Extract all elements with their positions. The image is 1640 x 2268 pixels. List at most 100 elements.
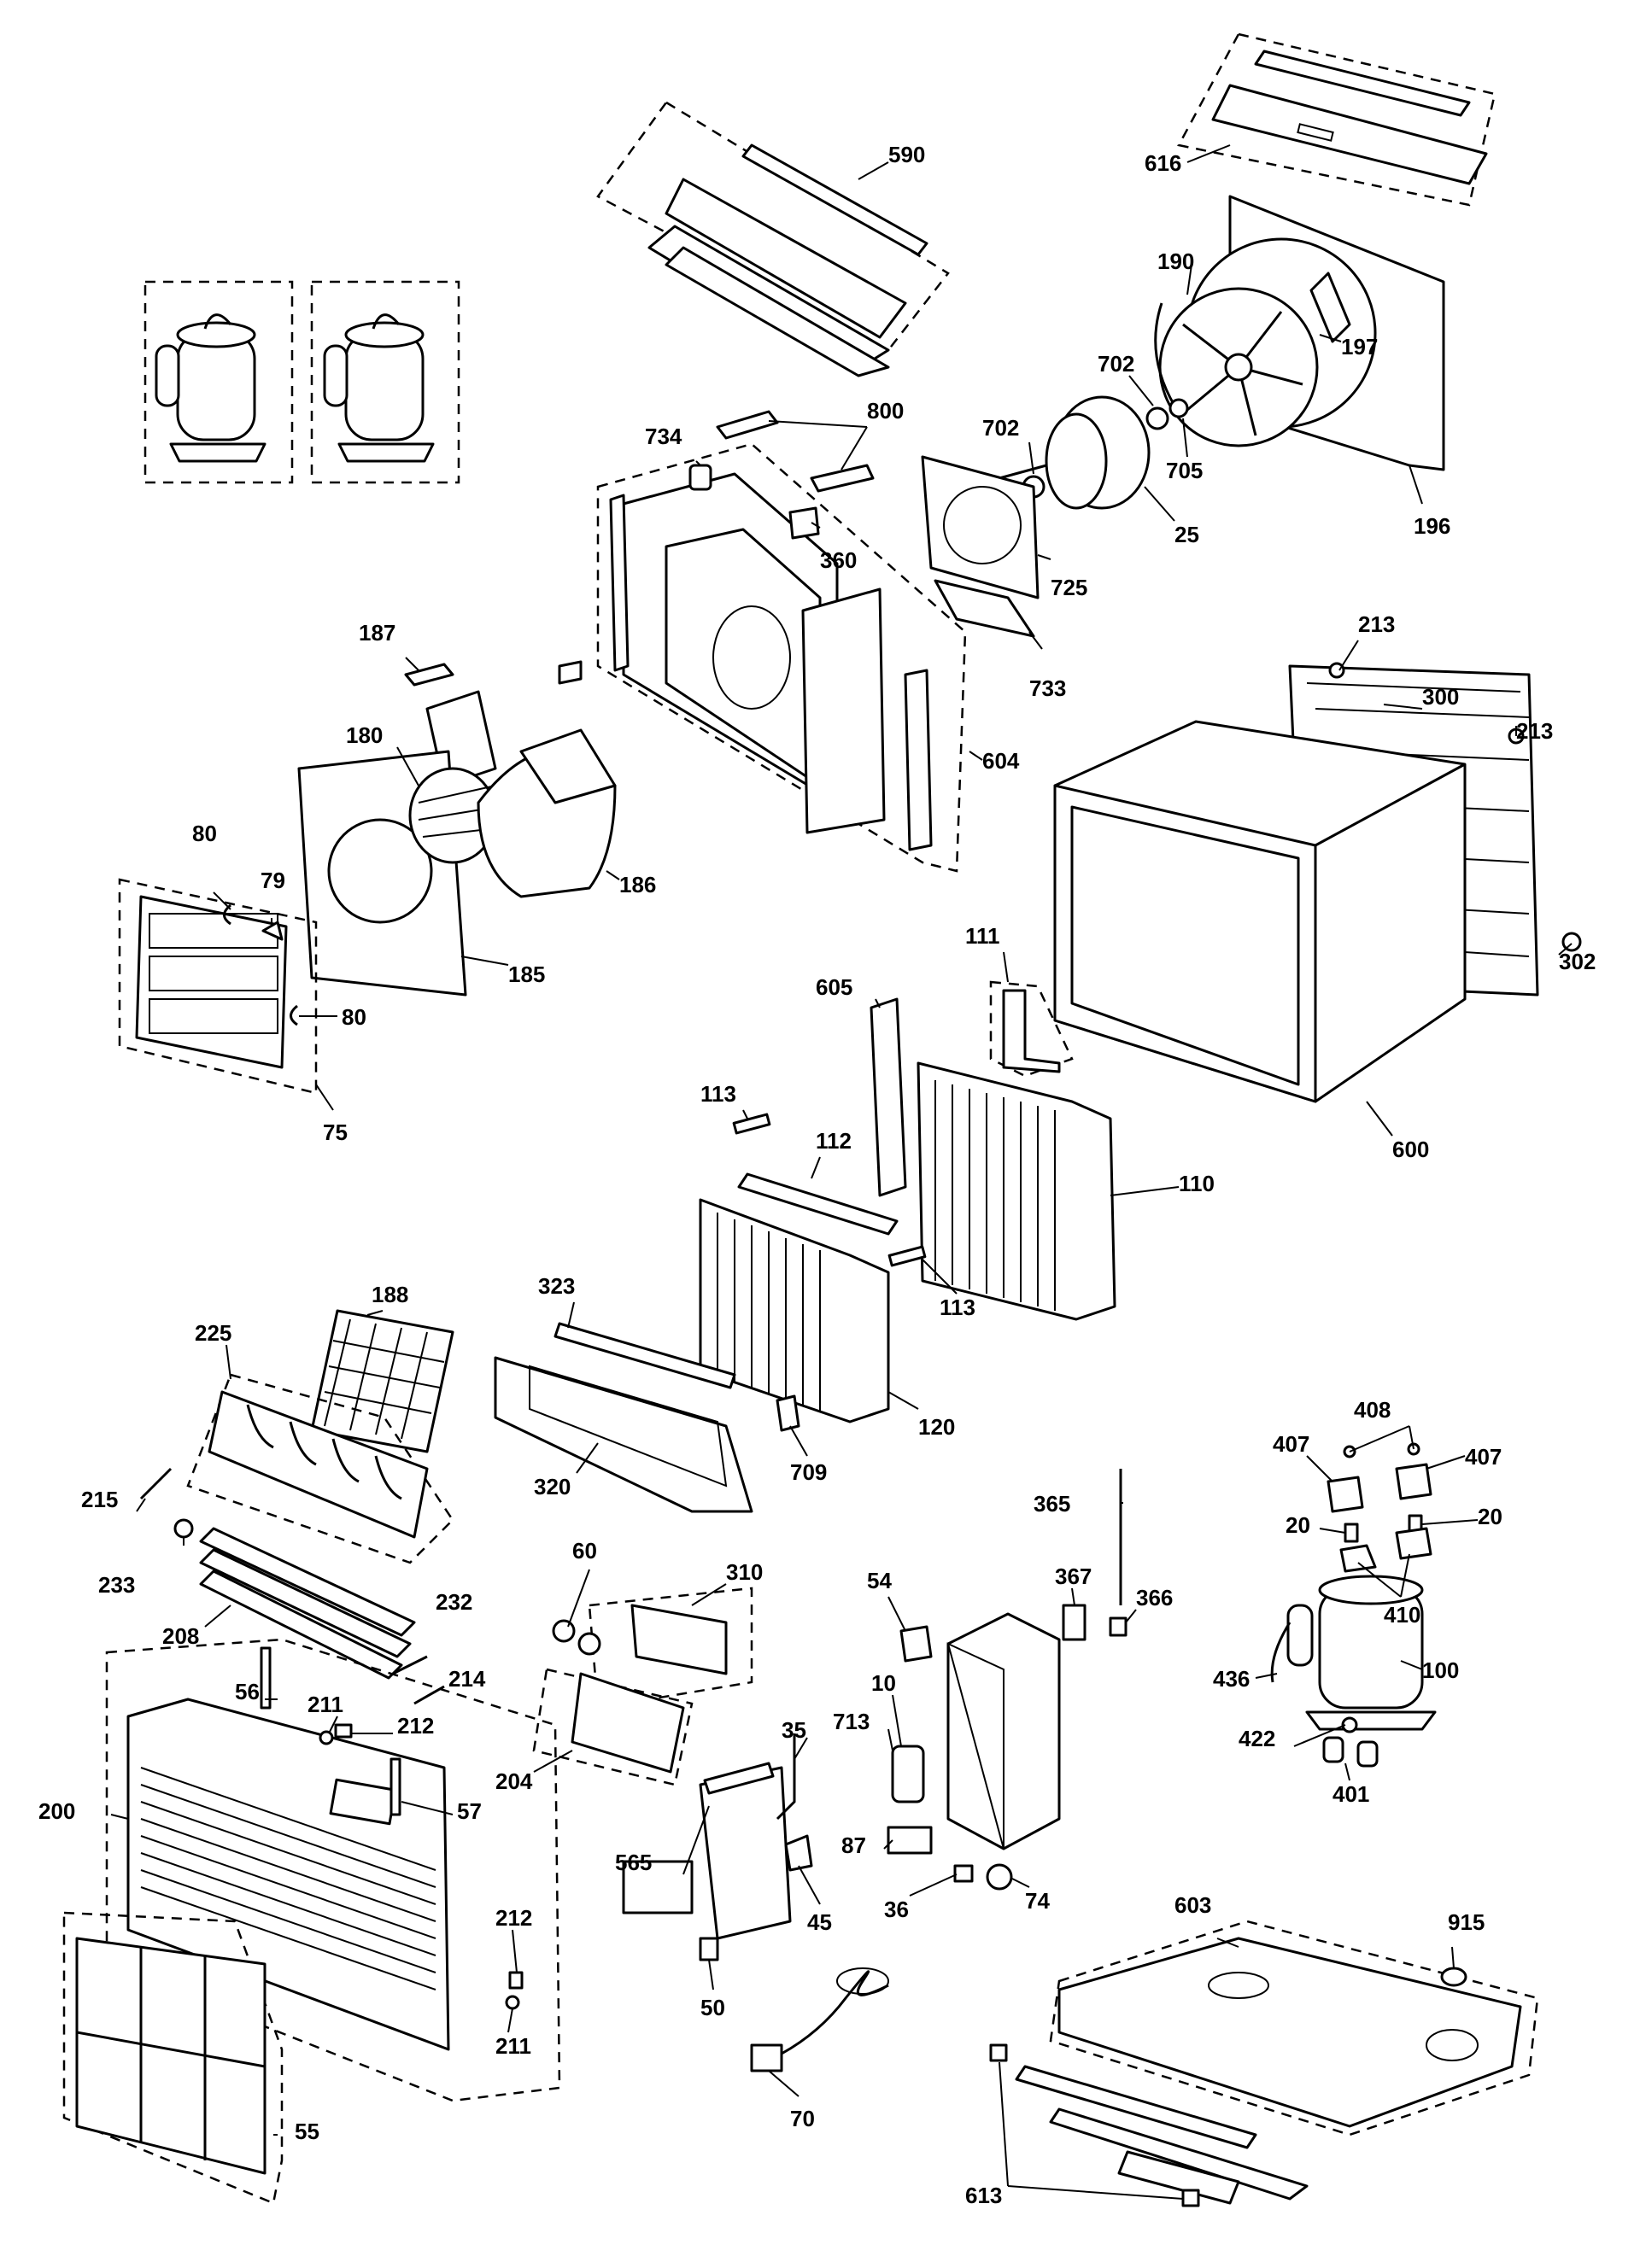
label-225: 225 <box>195 1320 231 1346</box>
label-605: 605 <box>816 974 852 1000</box>
part-367-clamp <box>1062 1604 1086 1641</box>
label-112: 112 <box>816 1128 852 1154</box>
part-616-top-panel <box>1177 32 1496 207</box>
label-600: 600 <box>1392 1137 1429 1162</box>
part-200-front-grille <box>105 1638 561 2102</box>
part-401-foot-b <box>1356 1740 1379 1768</box>
part-605-side-panel <box>870 997 907 1197</box>
part-436-tube <box>1270 1622 1292 1683</box>
label-323: 323 <box>538 1273 575 1299</box>
label-603: 603 <box>1174 1892 1211 1918</box>
label-113-upper: 113 <box>700 1081 736 1107</box>
part-366-clip <box>1109 1616 1128 1637</box>
label-212-upper: 212 <box>397 1713 434 1739</box>
part-74-clamp <box>986 1863 1013 1891</box>
label-70: 70 <box>790 2106 815 2131</box>
label-422: 422 <box>1239 1726 1275 1751</box>
label-75: 75 <box>323 1119 348 1145</box>
label-300: 300 <box>1422 684 1459 710</box>
part-60-knob-b <box>577 1632 601 1656</box>
label-702-lower: 702 <box>982 415 1019 441</box>
part-50-switch <box>699 1937 719 1961</box>
label-213-upper: 213 <box>1358 611 1395 637</box>
part-60-knob-a <box>552 1619 576 1643</box>
label-232: 232 <box>436 1589 472 1615</box>
part-25-fan-motor <box>999 395 1151 510</box>
part-407-cover-left <box>1327 1476 1364 1513</box>
label-214: 214 <box>448 1666 486 1692</box>
part-190-condenser-fan <box>1154 287 1319 447</box>
control-housing <box>946 1612 1061 1850</box>
part-54-relay <box>899 1625 933 1663</box>
part-401-foot-a <box>1322 1736 1344 1763</box>
part-204-bracket <box>532 1668 694 1786</box>
part-603-plate <box>1117 2150 1240 2205</box>
label-60: 60 <box>572 1538 597 1564</box>
label-card <box>622 1860 694 1914</box>
compressor-option-box-right <box>310 280 460 484</box>
label-204: 204 <box>495 1768 533 1794</box>
part-915-plug <box>1440 1967 1467 1987</box>
part-208-rails <box>199 1527 416 1680</box>
part-323-rail <box>554 1322 736 1389</box>
label-50: 50 <box>700 1995 725 2020</box>
part-302-plug <box>1561 932 1582 952</box>
label-734: 734 <box>645 424 682 449</box>
part-725-motor-bracket <box>921 455 1040 599</box>
part-613-clip-b <box>1181 2189 1200 2207</box>
label-74: 74 <box>1025 1888 1050 1914</box>
label-616: 616 <box>1145 150 1181 176</box>
label-57: 57 <box>457 1798 482 1824</box>
label-80-upper: 80 <box>192 821 217 846</box>
part-212-clip-lower <box>508 1971 524 1990</box>
label-366: 366 <box>1136 1585 1173 1610</box>
part-800-brackets <box>716 410 875 493</box>
label-725: 725 <box>1051 575 1087 600</box>
label-702-upper: 702 <box>1098 351 1134 377</box>
label-733: 733 <box>1029 675 1066 701</box>
label-113-lower: 113 <box>940 1295 975 1320</box>
part-211-screw-lower <box>505 1995 520 2010</box>
label-709: 709 <box>790 1459 827 1485</box>
label-407-right: 407 <box>1465 1444 1502 1470</box>
label-208: 208 <box>162 1623 199 1649</box>
part-702-washer-upper <box>1145 406 1169 430</box>
label-705: 705 <box>1166 458 1203 483</box>
label-196: 196 <box>1414 513 1450 539</box>
label-54: 54 <box>867 1568 892 1593</box>
label-188: 188 <box>372 1282 408 1307</box>
part-113-pad-upper <box>732 1113 771 1135</box>
label-565: 565 <box>615 1850 652 1875</box>
label-211-upper: 211 <box>308 1692 343 1717</box>
label-79: 79 <box>261 868 285 893</box>
label-45: 45 <box>807 1909 832 1935</box>
compressor-option-box-left <box>144 280 294 484</box>
label-211-lower: 211 <box>495 2033 531 2059</box>
label-180: 180 <box>346 722 383 748</box>
label-408: 408 <box>1354 1397 1391 1423</box>
part-613-clip-a <box>989 2043 1008 2062</box>
part-233-clip <box>173 1518 194 1539</box>
part-320-drain-pan <box>494 1356 753 1513</box>
label-197: 197 <box>1341 334 1378 359</box>
part-565-control-bracket <box>699 1762 792 1940</box>
part-35-sensor <box>776 1733 796 1821</box>
label-604: 604 <box>982 748 1020 774</box>
part-45-plug <box>784 1834 813 1872</box>
label-87: 87 <box>841 1833 866 1858</box>
label-213-lower: 213 <box>1516 718 1553 744</box>
label-360: 360 <box>820 547 857 573</box>
leader-lines <box>110 144 1573 2200</box>
part-111-bracket <box>989 980 1074 1078</box>
label-915: 915 <box>1448 1909 1485 1935</box>
label-310: 310 <box>726 1559 763 1585</box>
part-120-evaporator-coil <box>699 1198 890 1423</box>
part-310-control-panel <box>588 1587 753 1710</box>
part-407-cover-right <box>1395 1463 1432 1500</box>
bulkhead-clip <box>558 660 583 685</box>
part-709-clip <box>776 1394 800 1432</box>
label-613: 613 <box>965 2183 1002 2208</box>
callout-labels: 590 616 190 197 702 800 702 734 705 360 … <box>38 142 1596 2208</box>
label-436: 436 <box>1213 1666 1250 1692</box>
